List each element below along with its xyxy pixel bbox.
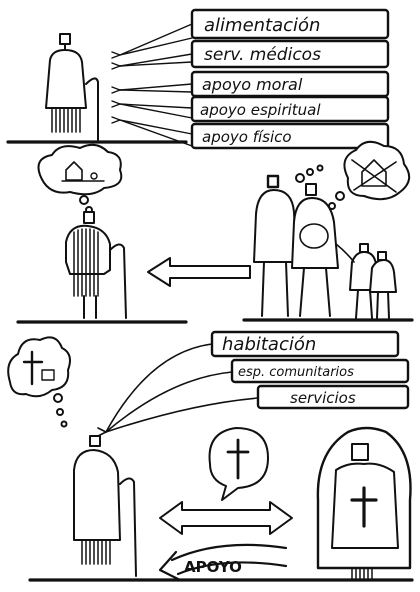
elderly-figure-3 <box>74 436 136 576</box>
services-connectors <box>98 344 258 436</box>
thought-cloud-house <box>39 145 122 194</box>
needs-box-3: apoyo moral <box>192 72 388 96</box>
walking-cane-2 <box>110 244 126 318</box>
services-box-2: esp. comunitarios <box>232 360 408 382</box>
services-label-2: esp. comunitarios <box>238 365 354 380</box>
left-arrow <box>148 258 250 286</box>
double-arrow <box>160 502 292 534</box>
services-list: habitación esp. comunitarios servicios <box>212 332 408 408</box>
services-label-3: servicios <box>290 389 356 407</box>
elderly-figure-2 <box>66 212 126 318</box>
apoyo-label: APOYO <box>184 558 242 576</box>
walking-cane-3 <box>120 478 136 576</box>
needs-box-5: apoyo físico <box>192 124 388 148</box>
thought-cloud-crossed-house <box>344 142 409 199</box>
walking-cane-1 <box>86 78 98 140</box>
needs-label-2: serv. médicos <box>204 45 321 65</box>
services-box-1: habitación <box>212 332 398 356</box>
religious-figure <box>318 428 411 580</box>
thought-bubbles-crossed <box>329 192 344 209</box>
speech-bubble <box>300 224 328 248</box>
services-box-3: servicios <box>258 386 408 408</box>
thought-bubbles-3 <box>54 394 67 427</box>
thought-cloud-church <box>8 337 70 396</box>
apoyo-arrow: APOYO <box>160 545 286 580</box>
needs-box-1: alimentación <box>192 10 388 38</box>
needs-label-4: apoyo espiritual <box>200 101 321 119</box>
needs-connectors <box>112 24 192 146</box>
needs-label-5: apoyo físico <box>202 128 292 146</box>
thought-bubbles-2 <box>80 196 92 213</box>
speech-bubble-cross <box>210 428 268 500</box>
elderly-figure-1 <box>46 34 98 140</box>
needs-label-3: apoyo moral <box>202 75 303 94</box>
needs-list: alimentación serv. médicos apoyo moral a… <box>192 10 388 148</box>
needs-box-4: apoyo espiritual <box>192 97 388 121</box>
needs-box-2: serv. médicos <box>192 41 388 67</box>
services-label-1: habitación <box>222 334 316 355</box>
needs-label-1: alimentación <box>204 15 320 36</box>
